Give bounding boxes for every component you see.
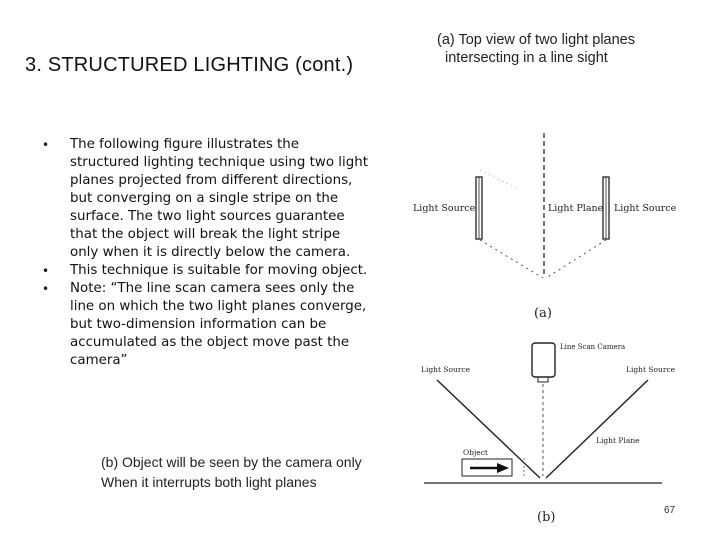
fig-a-right-source-label: Light Source xyxy=(614,203,677,214)
fig-b-camera-label: Line Scan Camera xyxy=(560,343,625,351)
bullet-list: • The following figure illustrates the s… xyxy=(42,136,372,370)
figure-b-caption-line1: (b) Object will be seen by the camera on… xyxy=(101,454,362,470)
line-scan-camera-icon xyxy=(531,342,556,378)
camera-label-text: Line Scan Camera xyxy=(560,343,625,351)
figure-a-caption-line1: (a) Top view of two light planes xyxy=(437,32,636,48)
bullet-dot-icon: • xyxy=(42,282,50,296)
left-light-beam xyxy=(436,379,541,479)
page-number: 67 xyxy=(664,505,676,516)
figure-b-caption-line2: When it interrupts both light planes xyxy=(101,474,317,490)
bullet-item: • Note: “The line scan camera sees only … xyxy=(42,280,372,370)
fig-b-right-source-label: Light Source xyxy=(626,365,676,374)
figure-a-caption: (a) Top view of two light planes interse… xyxy=(437,31,717,67)
bullet-dot-icon: • xyxy=(42,264,50,278)
figure-a-caption-line2: intersecting in a line sight xyxy=(445,50,608,66)
bullet-text: Note: “The line scan camera sees only th… xyxy=(70,281,367,368)
camera-lens-icon xyxy=(537,376,549,383)
left-source-ray-faint xyxy=(479,169,521,191)
object-motion-arrow-icon xyxy=(497,463,509,473)
figure-b-caption: (b) Object will be seen by the camera on… xyxy=(101,452,411,492)
fig-a-left-source-label: Light Source xyxy=(413,203,476,214)
fig-a-sublabel: (a) xyxy=(534,306,552,321)
fig-b-light-plane-label: Light Plane xyxy=(596,436,640,445)
figure-a-diagram: Light Source Light Plane Light Source (a… xyxy=(413,133,677,321)
bullet-item: • The following figure illustrates the s… xyxy=(42,136,372,262)
fig-a-light-plane-label: Light Plane xyxy=(548,203,604,214)
fig-b-object-label: Object xyxy=(463,448,488,457)
object-box xyxy=(461,458,513,477)
right-source-ray xyxy=(545,239,607,279)
left-source-ray xyxy=(479,239,544,279)
bullet-item: • This technique is suitable for moving … xyxy=(42,262,372,280)
figure-b-diagram: Line Scan Camera Light Source Light Sour… xyxy=(421,342,676,525)
bullet-dot-icon: • xyxy=(42,138,50,152)
fig-b-sublabel: (b) xyxy=(537,510,555,525)
fig-b-left-source-label: Light Source xyxy=(421,365,471,374)
right-light-beam xyxy=(545,379,649,479)
bullet-text: The following figure illustrates the str… xyxy=(70,137,368,260)
slide-title: 3. STRUCTURED LIGHTING (cont.) xyxy=(25,54,354,76)
bullet-text: This technique is suitable for moving ob… xyxy=(70,263,368,278)
